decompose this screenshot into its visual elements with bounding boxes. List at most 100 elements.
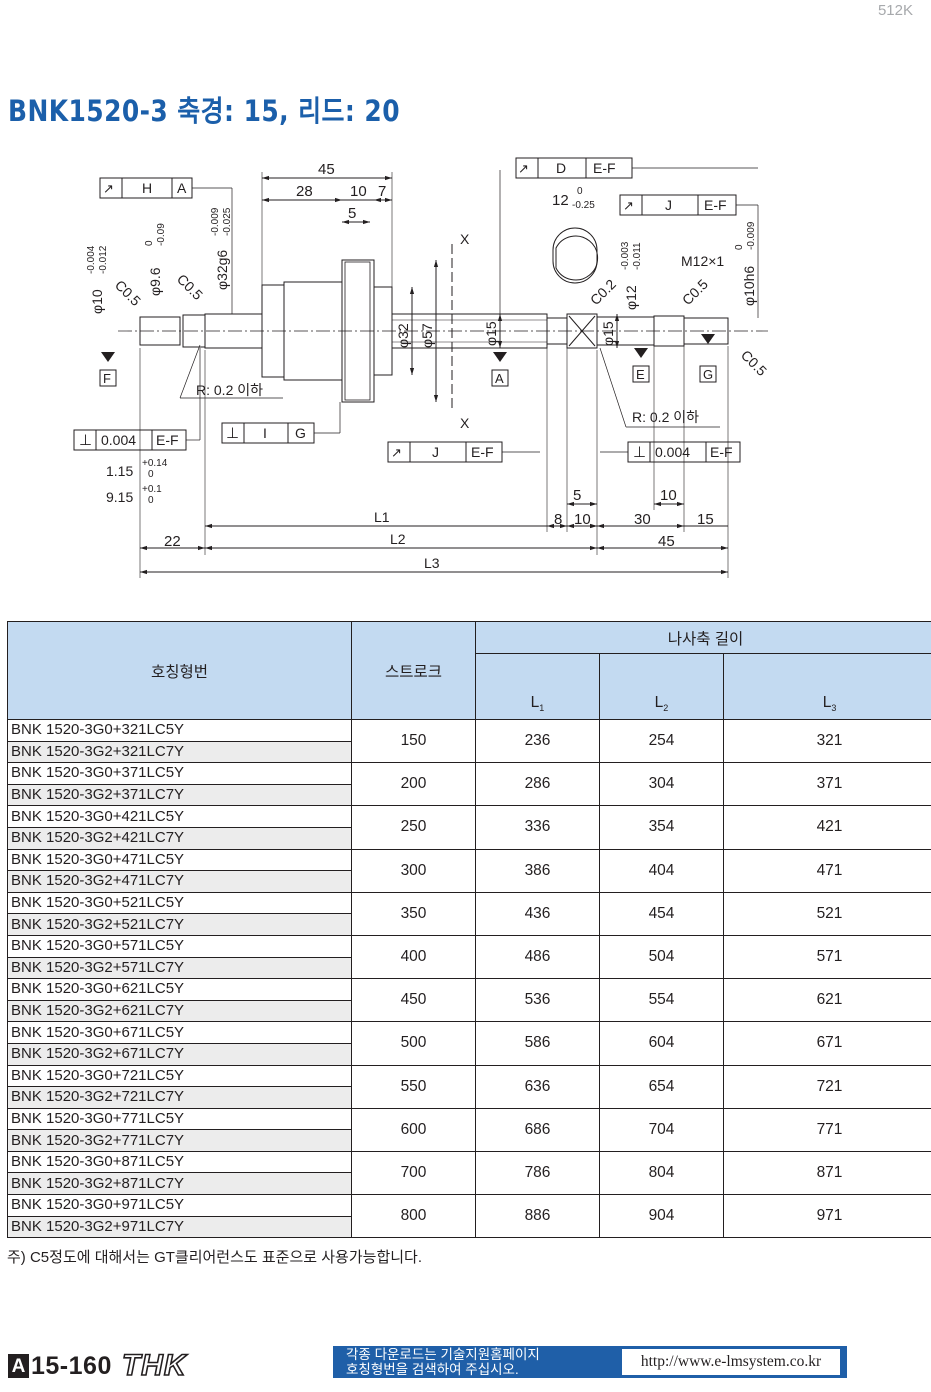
section-letter: A [8,1354,29,1378]
l1-cell: 236 [475,718,600,764]
datum-e: E [636,367,645,382]
section-x-bottom: X [460,415,470,431]
banner-message: 각종 다운로드는 기술지원홈페이지 호칭형번을 검색하여 주십시오. [346,1347,540,1377]
tol-115-up: +0.14 [142,458,168,469]
header-l2: L2 [599,653,724,720]
l2-cell: 404 [599,848,724,893]
header-thread-length: 나사축 길이 [474,621,931,654]
runout-symbol-3: ↗ [391,445,402,460]
stroke-cell: 350 [351,891,476,936]
banner-line-2: 호칭형번을 검색하여 주십시오. [346,1362,519,1377]
dim-5: 5 [348,205,356,222]
page-number-block: A 15-160 THK [8,1348,187,1383]
fcf-ef-2: E-F [704,197,727,213]
l1-cell: 886 [475,1194,600,1239]
stroke-cell: 250 [351,805,476,850]
l3-cell: 471 [722,848,931,893]
dim-9-15: 9.15 [106,489,133,505]
model-cell: BNK 1520-3G2+321LC7Y [7,740,352,764]
l2-cell: 804 [599,1150,724,1196]
l2-cell: 504 [599,934,724,980]
l3-cell: 571 [722,934,931,980]
model-cell: BNK 1520-3G0+371LC5Y [7,762,352,785]
fillet-left: R: 0.2 이하 [196,382,263,398]
l2-cell: 354 [599,805,724,850]
dim-l1: L1 [374,509,390,525]
datum-g: G [703,367,713,382]
fillet-right: R: 0.2 이하 [632,409,699,425]
l3-cell: 421 [722,805,931,850]
model-cell: BNK 1520-3G0+421LC5Y [7,805,352,828]
dia-32: φ32 [395,323,411,348]
model-cell: BNK 1520-3G2+971LC7Y [7,1215,352,1239]
stroke-cell: 400 [351,934,476,980]
dim-10: 10 [350,183,367,200]
dim-l2: L2 [390,531,406,547]
table-row: BNK 1520-3G2+321LC7Y [7,740,931,764]
fcf-perp-right-val: 0.004 [655,444,690,460]
l1-cell: 286 [475,762,600,807]
model-cell: BNK 1520-3G0+771LC5Y [7,1107,352,1131]
dim-7: 7 [378,183,386,200]
fcf-ef-3: E-F [471,444,494,460]
model-cell: BNK 1520-3G0+471LC5Y [7,848,352,872]
fcf-h: H [142,180,152,196]
model-cell: BNK 1520-3G2+471LC7Y [7,870,352,893]
l3-cell: 771 [722,1107,931,1152]
tol-d12-up: -0.003 [620,241,631,270]
model-cell: BNK 1520-3G0+521LC5Y [7,891,352,915]
fcf-ef-1: E-F [593,160,616,176]
stroke-cell: 300 [351,848,476,893]
page-title: BNK1520-3 축경: 15, 리드: 20 [8,94,400,128]
tol-115-lo: 0 [148,469,154,480]
dim-45b: 45 [658,533,675,550]
stroke-cell: 600 [351,1107,476,1152]
table-row: BNK 1520-3G2+671LC7Y [7,1042,931,1066]
tol-d32-lo: -0.025 [222,207,233,236]
dia-57: φ57 [419,323,435,348]
l1-cell: 386 [475,848,600,893]
dim-l3: L3 [424,555,440,571]
dia-12: φ12 [623,285,639,310]
table-row: BNK 1520-3G2+871LC7Y [7,1172,931,1196]
model-cell: BNK 1520-3G0+871LC5Y [7,1150,352,1174]
l2-cell: 604 [599,1021,724,1066]
l2-cell: 454 [599,891,724,936]
perp-symbol-left: ⊥ [79,432,92,449]
dim-28: 28 [296,183,313,200]
l1-cell: 436 [475,891,600,936]
dia-10h6: φ10h6 [741,266,757,306]
fcf-a: A [177,180,187,196]
dia-10: φ10 [89,289,105,314]
chamfer-1: C0.5 [112,277,144,309]
model-cell: BNK 1520-3G2+871LC7Y [7,1172,352,1196]
fcf-g: G [295,425,306,441]
tol-d10-lo: -0.012 [98,245,109,274]
stroke-cell: 500 [351,1021,476,1066]
website-link[interactable]: http://www.e-lmsystem.co.kr [622,1349,840,1375]
key-tol-up: 0 [577,186,583,197]
dim-15: 15 [697,511,714,528]
l3-cell: 721 [722,1064,931,1109]
header-l1: L1 [475,653,600,720]
l3-cell: 671 [722,1021,931,1066]
fcf-i: I [263,425,267,441]
fcf-d: D [556,160,566,176]
fcf-j-top: J [665,197,672,213]
dim-22: 22 [164,533,181,550]
runout-symbol: ↗ [103,181,114,196]
l3-cell: 871 [722,1150,931,1196]
spec-table: 호칭형번 스트로크 나사축 길이 L1 L2 L3 BNK 1520-3G0+3… [7,621,931,1239]
table-row: BNK 1520-3G2+521LC7Y [7,913,931,936]
l1-cell: 536 [475,978,600,1023]
l3-cell: 971 [722,1194,931,1239]
dia-9-6: φ9.6 [147,267,163,296]
model-cell: BNK 1520-3G2+421LC7Y [7,826,352,850]
dia-15b: φ15 [600,321,616,346]
l1-cell: 586 [475,1021,600,1066]
header-stroke: 스트로크 [351,621,476,720]
